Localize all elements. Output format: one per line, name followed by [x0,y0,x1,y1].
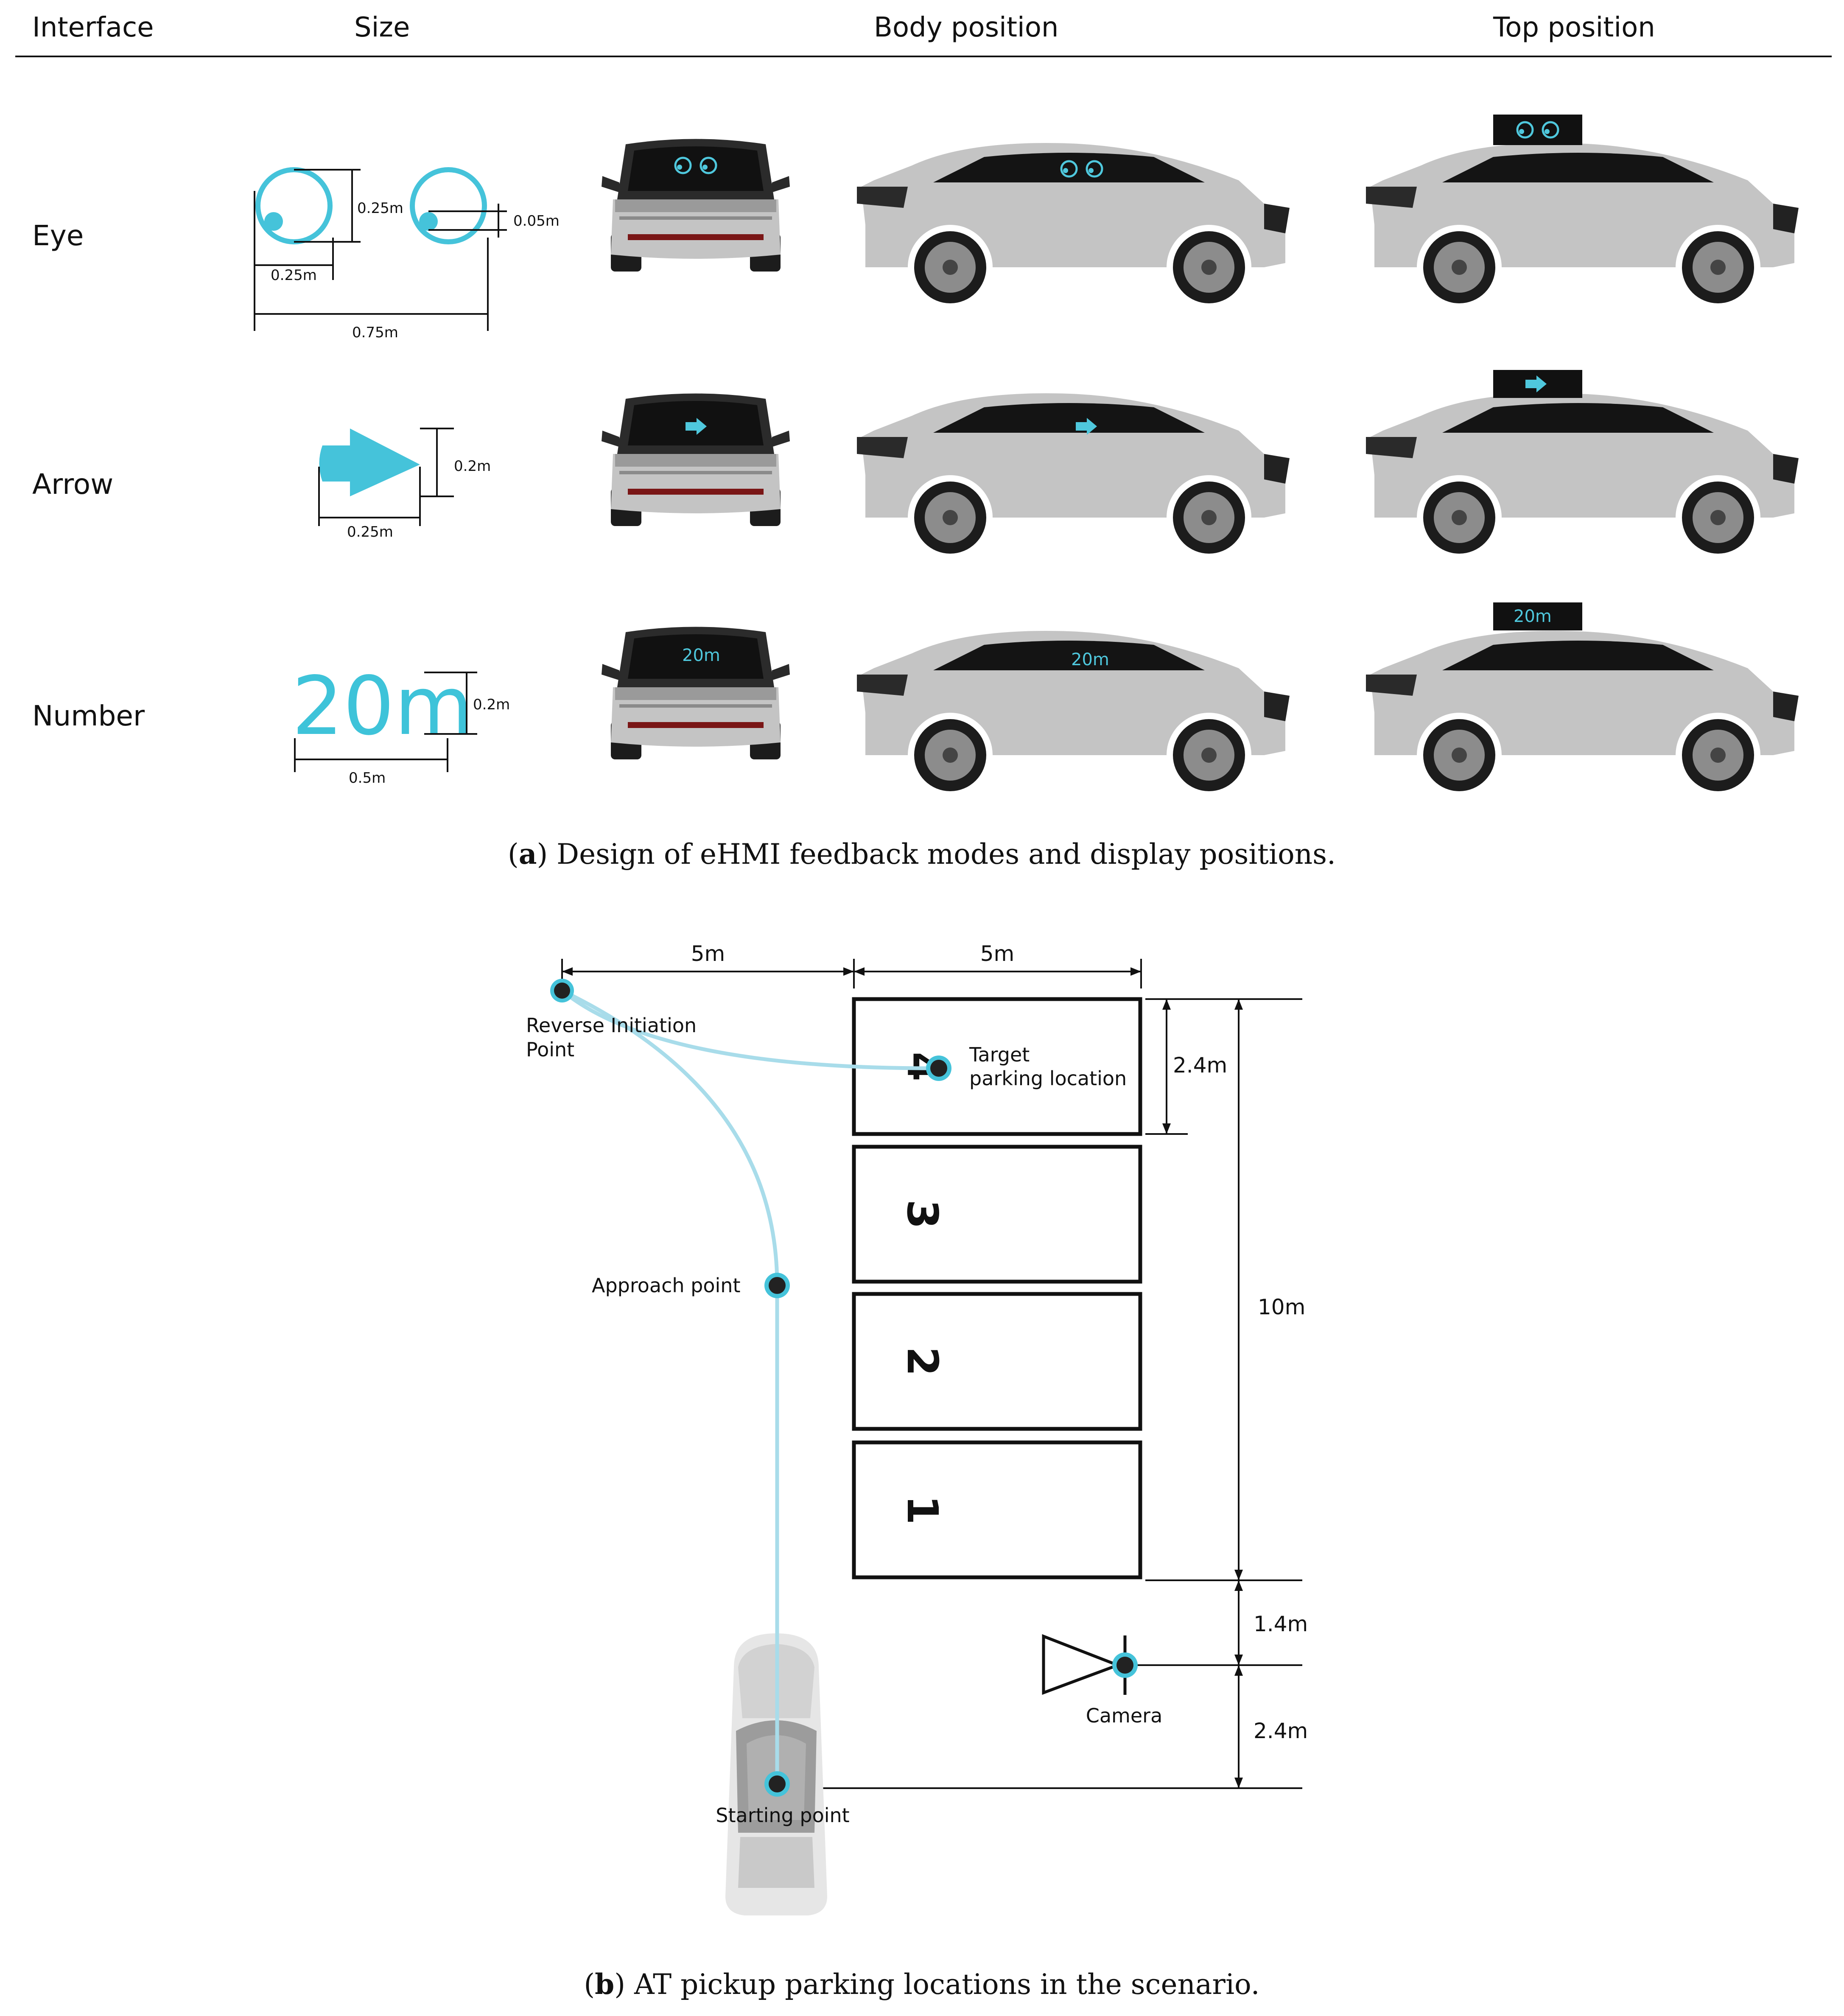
side-car-body-number: 20m [857,631,1290,798]
arrow-icon [319,428,420,496]
slot-number: 3 [898,1199,947,1229]
number-size-diagram: 20m 0.2m 0.5m [292,659,510,787]
rear-car-arrow [602,393,790,526]
label-reverse-initiation: Reverse Initiation [526,1014,697,1037]
table-header: Interface Size Body position Top positio… [15,12,1832,57]
label-reverse-initiation-2: Point [526,1038,574,1061]
eye-icon [255,167,333,244]
dim-gap-camera: 1.4m [1254,1612,1308,1636]
eye-icon [410,167,487,244]
parking-slot-1 [852,1440,1142,1579]
dim-eye-height: 0.25m [357,200,403,217]
header-top-position: Top position [1493,12,1655,43]
parking-slot-2 [852,1292,1142,1431]
rear-car-eye [602,139,790,272]
side-car-body-arrow [857,393,1290,560]
camera-icon [1042,1634,1138,1695]
side-car-top-number: 20m [1366,602,1799,798]
caption-b: (b) AT pickup parking locations in the s… [584,1968,1259,2001]
dim-pupil: 0.05m [513,213,560,230]
label-target: Target [969,1043,1030,1066]
row-label-arrow: Arrow [32,468,113,501]
dim-eye-total: 0.75m [352,324,398,341]
dimension-lines [561,959,1302,1789]
vehicle-path [561,988,938,1784]
row-label-number: Number [32,700,145,732]
arrow-size-diagram: 0.2m 0.25m [318,428,491,540]
dim-camera-to-start: 2.4m [1254,1719,1308,1743]
header-size: Size [354,12,410,43]
path-points [550,979,951,1797]
row-label-eye: Eye [32,219,84,252]
svg-text:20m: 20m [1071,650,1109,669]
svg-text:20m: 20m [1514,607,1552,626]
dim-arrow-height: 0.2m [454,458,491,475]
header-body-position: Body position [874,12,1058,43]
slot-number: 1 [898,1495,947,1525]
side-car-body-eye [857,143,1290,310]
dim-total-length: 10m [1258,1295,1305,1319]
dim-top-right: 5m [980,941,1015,966]
dim-number-width: 0.5m [349,770,386,787]
eye-size-diagram: 0.25m 0.05m 0.25m 0.75m [254,167,560,341]
dim-number-height: 0.2m [473,696,510,713]
side-car-top-arrow [1366,370,1799,560]
label-camera: Camera [1086,1704,1163,1727]
dim-top-left: 5m [691,941,725,966]
dim-slot-width: 2.4m [1173,1053,1227,1078]
number-display: 20m [292,659,473,753]
label-start: Starting point [716,1804,849,1827]
svg-text:20m: 20m [682,646,720,665]
rear-car-number: 20m [602,627,790,759]
label-target-2: parking location [969,1067,1127,1090]
dimension-arrowheads [562,967,1243,1788]
slot-number: 2 [898,1347,947,1376]
caption-a: (a) Design of eHMI feedback modes and di… [508,837,1336,871]
dim-eye-width: 0.25m [271,267,317,284]
parking-slot-3 [852,1145,1142,1284]
label-approach: Approach point [592,1274,740,1297]
side-car-top-eye [1366,115,1799,310]
header-interface: Interface [32,12,154,43]
dim-arrow-width: 0.25m [347,524,393,540]
